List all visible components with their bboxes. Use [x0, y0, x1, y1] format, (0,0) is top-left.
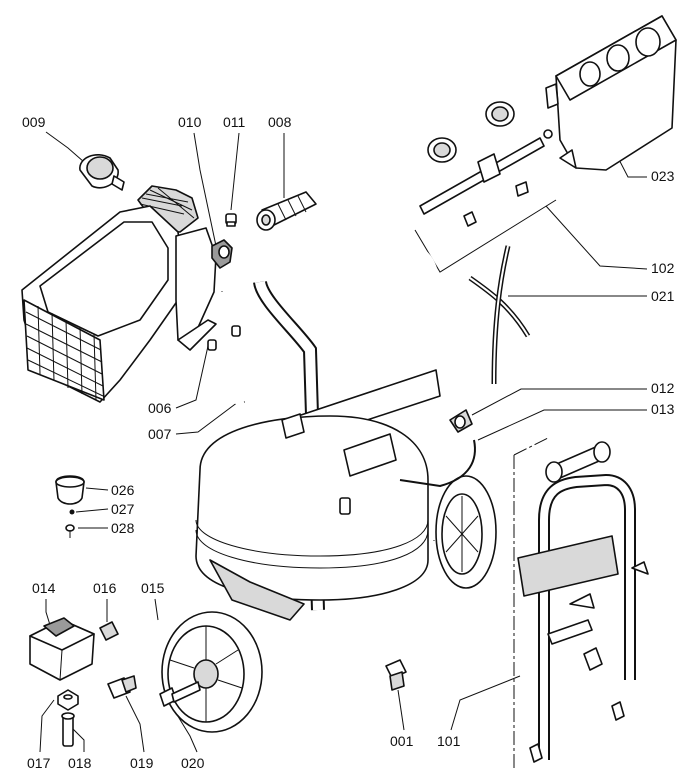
- fitting-012: [449, 409, 473, 433]
- label-020: 020: [181, 755, 205, 771]
- label-019: 019: [130, 755, 154, 771]
- axle-bolt-020: [159, 681, 201, 707]
- screws-006: [207, 325, 241, 351]
- pressure-switch-014: [29, 617, 95, 681]
- label-008: 008: [268, 114, 292, 130]
- label-028: 028: [111, 520, 135, 536]
- label-011: 011: [223, 114, 246, 130]
- hose-021: [468, 245, 531, 385]
- label-014: 014: [32, 580, 56, 596]
- label-015: 015: [141, 580, 165, 596]
- nut-017: [57, 689, 79, 711]
- elbow-fitting-010: [211, 239, 233, 269]
- label-009: 009: [22, 114, 46, 130]
- label-001: 001: [390, 733, 414, 749]
- screw-011: [225, 213, 237, 227]
- label-016: 016: [93, 580, 117, 596]
- label-017: 017: [27, 755, 51, 771]
- label-021: 021: [651, 288, 675, 304]
- handle-assembly-101: [517, 441, 649, 763]
- distributor-102: [419, 101, 553, 227]
- cap-026: [55, 475, 85, 505]
- label-013: 013: [651, 401, 675, 417]
- air-filter-009: [79, 154, 125, 191]
- label-007: 007: [148, 426, 172, 442]
- label-102: 102: [651, 260, 675, 276]
- fitting-016: [99, 621, 119, 641]
- cover-023: [545, 15, 677, 171]
- label-010: 010: [178, 114, 202, 130]
- label-101: 101: [437, 733, 461, 749]
- handle-grip-008: [256, 191, 317, 231]
- label-006: 006: [148, 400, 172, 416]
- wheel-015: [161, 611, 263, 733]
- screw-028: [65, 524, 75, 538]
- bolt-018: [61, 712, 75, 747]
- leader-lines: [39, 131, 648, 770]
- valve-019: [107, 675, 137, 699]
- label-027: 027: [111, 501, 135, 517]
- ring-027: [69, 509, 75, 515]
- compressor-motor: [21, 185, 217, 403]
- fitting-001: [385, 659, 407, 691]
- hose-013: [399, 439, 476, 488]
- label-026: 026: [111, 482, 135, 498]
- label-023: 023: [651, 168, 675, 184]
- label-012: 012: [651, 380, 675, 396]
- air-tank: [195, 413, 429, 621]
- rear-wheel: [435, 475, 497, 589]
- pipe-007: [220, 291, 245, 405]
- label-018: 018: [68, 755, 92, 771]
